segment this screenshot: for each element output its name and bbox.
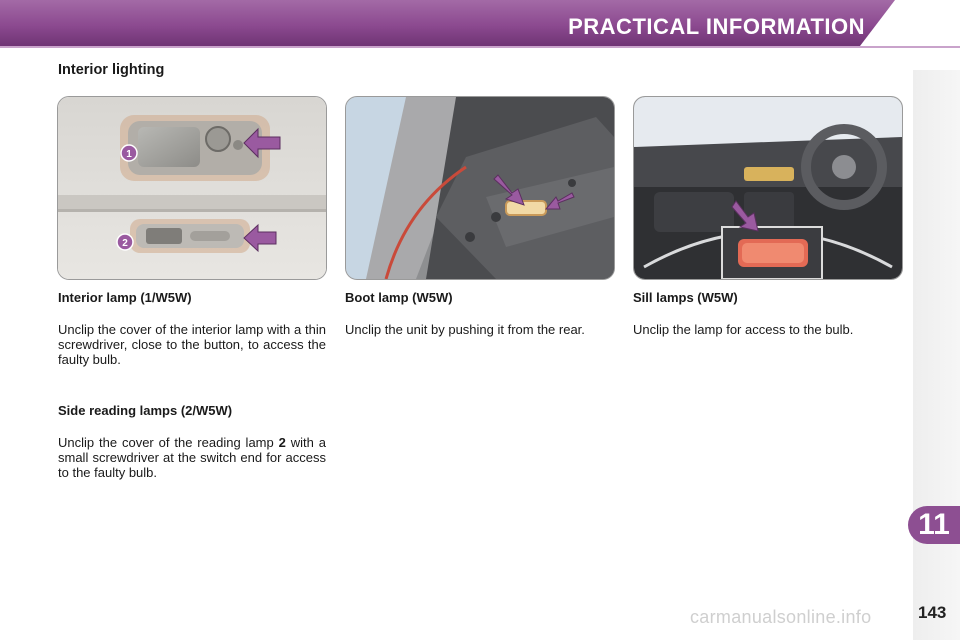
section-title: Interior lighting [58, 62, 165, 78]
interior-lamp-image: 1 2 [57, 96, 327, 280]
boot-lamp-image [345, 96, 615, 280]
lamp-reference: 2 [278, 435, 286, 450]
pointer-arrow-icon [493, 174, 525, 206]
interior-lamp-section: Interior lamp (1/W5W) Unclip the cover o… [58, 290, 326, 480]
page-number: 143 [918, 603, 947, 622]
pointer-arrow-icon [243, 127, 281, 159]
pointer-arrow-icon [243, 223, 277, 253]
watermark-link[interactable]: carmanualsonline.info [690, 607, 872, 627]
callout-1 [120, 144, 138, 162]
side-reading-text-end: with a small screwdriver at the switch e… [58, 435, 326, 480]
interior-lamp-text: Unclip the cover of the interior lamp wi… [58, 322, 326, 367]
svg-text:1: 1 [126, 149, 132, 160]
side-reading-text-start: Unclip the cover of the reading lamp [58, 435, 274, 450]
sill-lamp-image [633, 96, 903, 280]
boot-lamp-heading: Boot lamp (W5W) [345, 290, 453, 305]
interior-lamp-heading: Interior lamp (1/W5W) [58, 290, 192, 305]
side-reading-text: Unclip the cover of the reading lamp 2 w… [58, 435, 326, 480]
svg-text:2: 2 [122, 238, 128, 249]
side-reading-section: Side reading lamps (2/W5W) Unclip the co… [58, 403, 326, 480]
pointer-arrow-icon [544, 192, 575, 210]
boot-lamp-text: Unclip the unit by pushing it from the r… [345, 322, 585, 337]
header-notch [860, 0, 960, 46]
chapter-strip [913, 70, 960, 640]
chapter-tab[interactable]: 11 [908, 506, 960, 544]
header-band: PRACTICAL INFORMATION [0, 0, 960, 48]
sill-lamps-heading: Sill lamps (W5W) [633, 290, 738, 305]
sill-lamps-section: Sill lamps (W5W) Unclip the lamp for acc… [633, 290, 901, 337]
side-reading-heading: Side reading lamps (2/W5W) [58, 403, 233, 418]
boot-lamp-section: Boot lamp (W5W) Unclip the unit by pushi… [345, 290, 613, 337]
sill-lamps-text: Unclip the lamp for access to the bulb. [633, 322, 854, 337]
pointer-arrow-icon [731, 200, 759, 232]
callout-2 [116, 233, 134, 251]
header-title: PRACTICAL INFORMATION [568, 14, 865, 39]
